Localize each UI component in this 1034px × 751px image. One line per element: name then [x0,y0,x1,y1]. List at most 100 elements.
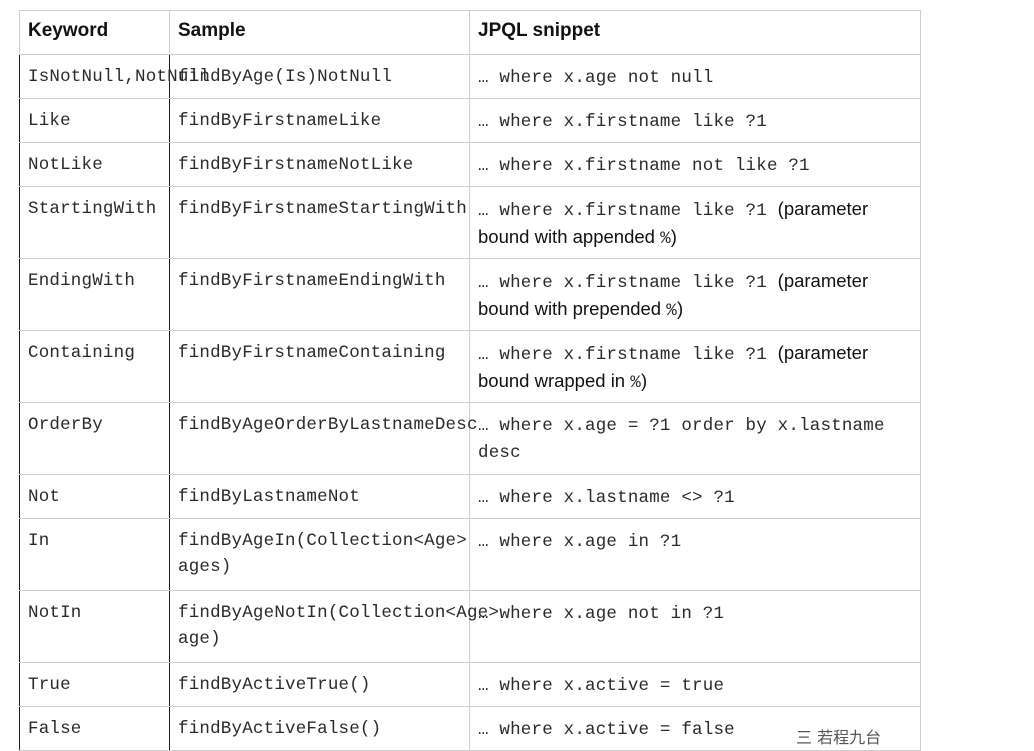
keyword-text: Like [28,111,71,131]
sample-text: findByLastnameNot [178,487,360,507]
jpql-line: … where x.firstname like ?1 (parameter [478,340,920,368]
table-header-row: Keyword Sample JPQL snippet [19,10,921,55]
cell-jpql-snippet: … where x.age = ?1 order by x.lastname de… [469,402,921,475]
cell-keyword: NotIn [19,590,170,663]
table-row: OrderBy findByAgeOrderByLastnameDesc… whe… [19,402,921,475]
cell-sample: findByActiveFalse() [169,706,470,751]
table-row: NotLike findByFirstnameNotLike … where x.f… [19,142,921,187]
cell-keyword: Not [19,474,170,519]
cell-sample: findByFirstnameEndingWith [169,258,470,331]
cell-keyword: EndingWith [19,258,170,331]
jpql-note-text: bound wrapped in [478,370,631,391]
table-row: Containing findByFirstnameContaining … whe… [19,330,921,403]
keyword-table-container: Keyword Sample JPQL snippet IsNotNull,No… [19,10,921,751]
jpql-code-text: desc [478,443,521,463]
keyword-text: NotLike [28,155,103,175]
keyword-text: True [28,675,71,695]
sample-text: findByFirstnameContaining [178,343,446,363]
cell-sample: findByAgeOrderByLastnameDesc [169,402,478,475]
sample-text: findByActiveTrue() [178,675,371,695]
jpql-code-text: % [660,229,671,249]
jpql-line: desc [478,439,920,466]
cell-jpql-snippet: … where x.age not null [469,54,921,99]
sample-text: findByAgeIn(Collection<Age> [178,531,467,551]
keyword-text: In [28,531,50,551]
header-keyword: Keyword [19,10,170,55]
cell-keyword: IsNotNull,NotNull [19,54,210,99]
keyword-text: IsNotNull,NotNull [28,67,210,87]
jpql-line: bound with prepended %) [478,296,920,324]
jpql-code-text: … where x.age in ?1 [478,532,682,552]
jpql-line: bound with appended %) [478,224,920,252]
header-sample: Sample [169,10,470,55]
jpql-line: … where x.active = false [478,716,920,743]
table-row: Like findByFirstnameLike … where x.firstna… [19,98,921,143]
cell-sample: findByFirstnameLike [169,98,470,143]
jpql-line: … where x.firstname like ?1 (parameter [478,196,920,224]
header-jpql-snippet: JPQL snippet [469,10,921,55]
cell-keyword: NotLike [19,142,170,187]
keyword-text: NotIn [28,603,82,623]
table-row: In findByAgeIn(Collection<Age> ages) … wher… [19,518,921,591]
cell-keyword: Containing [19,330,170,403]
cell-keyword: False [19,706,170,751]
jpql-line: … where x.age not null [478,64,920,91]
table-row: False findByActiveFalse() … where x.active… [19,706,921,751]
cell-keyword: OrderBy [19,402,170,475]
jpql-code-text: … where x.firstname like ?1 [478,112,767,132]
jpql-note-text: ) [676,298,684,319]
keyword-text: StartingWith [28,199,157,219]
cell-sample: findByActiveTrue() [169,662,470,707]
jpql-code-text: … where x.firstname like ?1 [478,345,778,365]
sample-text: findByFirstnameNotLike [178,155,414,175]
cell-sample: findByAge(Is)NotNull [169,54,470,99]
jpql-code-text: … where x.firstname not like ?1 [478,156,810,176]
jpql-line: … where x.age not in ?1 [478,600,920,627]
cell-sample: findByFirstnameContaining [169,330,470,403]
cell-keyword: In [19,518,170,591]
table-row: Not findByLastnameNot … where x.lastname <… [19,474,921,519]
table-row: True findByActiveTrue() … where x.active =… [19,662,921,707]
sample-text: findByAge(Is)NotNull [178,67,393,87]
jpql-line: … where x.age in ?1 [478,528,920,555]
keyword-text: Containing [28,343,136,363]
jpql-code-text: … where x.active = false [478,720,735,740]
sample-text: findByAgeOrderByLastnameDesc [178,415,478,435]
jpql-note-text: bound with prepended [478,298,667,319]
jpql-line: … where x.lastname <> ?1 [478,484,920,511]
cell-jpql-snippet: … where x.lastname <> ?1 [469,474,921,519]
cell-sample: findByAgeNotIn(Collection<Age> age) [169,590,500,663]
sample-text: findByActiveFalse() [178,719,382,739]
cell-jpql-snippet: … where x.active = true [469,662,921,707]
query-keyword-table: Keyword Sample JPQL snippet IsNotNull,No… [19,10,921,751]
jpql-note-text: ) [640,370,648,391]
jpql-line: … where x.age = ?1 order by x.lastname [478,412,920,439]
sample-text: age) [178,629,221,649]
jpql-code-text: … where x.firstname like ?1 [478,273,778,293]
jpql-note-text: (parameter [777,342,869,363]
sample-text: findByAgeNotIn(Collection<Age> [178,603,500,623]
keyword-text: Not [28,487,61,507]
cell-keyword: StartingWith [19,186,170,259]
jpql-line: … where x.firstname like ?1 [478,108,920,135]
jpql-code-text: … where x.firstname like ?1 [478,201,778,221]
jpql-note-text: ) [670,226,677,247]
jpql-code-text: % [666,301,677,321]
cell-sample: findByAgeIn(Collection<Age> ages) [169,518,470,591]
cell-sample: findByFirstnameStartingWith [169,186,470,259]
jpql-line: … where x.active = true [478,672,920,699]
jpql-line: … where x.firstname like ?1 (parameter [478,268,920,296]
sample-text: ages) [178,557,232,577]
jpql-code-text: … where x.lastname <> ?1 [478,488,735,508]
cell-keyword: True [19,662,170,707]
watermark-text: 三 若程九台 [796,728,882,747]
jpql-code-text: … where x.active = true [478,676,725,696]
jpql-line: bound wrapped in %) [478,368,920,396]
cell-jpql-snippet: … where x.firstname like ?1 [469,98,921,143]
cell-sample: findByLastnameNot [169,474,470,519]
keyword-text: False [28,719,82,739]
